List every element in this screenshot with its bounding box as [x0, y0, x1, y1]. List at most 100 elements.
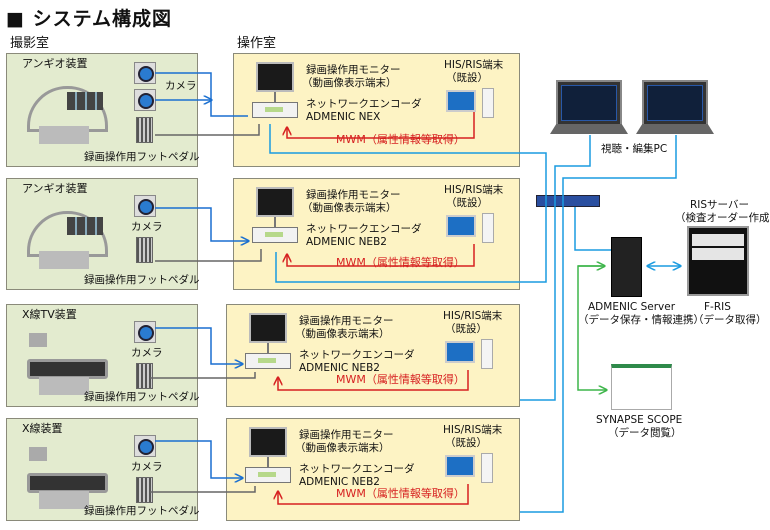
- operation-room-label: 操作室: [237, 36, 277, 51]
- encoder-model: ADMENIC NEB2: [299, 476, 380, 488]
- laptop-keyboard-icon: [550, 124, 628, 134]
- device-label: アンギオ装置: [22, 57, 88, 70]
- encoder-label: ネットワークエンコーダ: [299, 349, 415, 361]
- imaging-room-box: アンギオ装置 カメラ 録画操作用フットペダル: [6, 53, 200, 167]
- recording-monitor-icon: [256, 62, 294, 92]
- pedal-cable: [155, 249, 262, 262]
- laptop-keyboard-icon: [636, 124, 714, 134]
- network-encoder-icon: [245, 467, 291, 483]
- foot-pedal-icon: [136, 363, 153, 389]
- monitor-sublabel: （動画像表示端末）: [295, 328, 390, 340]
- camera-icon: [134, 435, 156, 457]
- encoder-model: ADMENIC NEB2: [299, 362, 380, 374]
- xray-device-icon: [19, 443, 109, 515]
- foot-pedal-label: 録画操作用フットペダル: [84, 151, 200, 163]
- foot-pedal-icon: [136, 237, 153, 263]
- his-ris-monitor-icon: [445, 341, 475, 363]
- encoder-model: ADMENIC NEB2: [306, 236, 387, 248]
- camera-cable: [155, 207, 248, 241]
- mwm-label: MWM（属性情報等取得）: [336, 373, 465, 386]
- network-switch-icon: [536, 195, 600, 207]
- his-ris-terminal-label: HIS/RIS端末: [443, 424, 503, 436]
- pc-tower-icon: [481, 453, 493, 483]
- xray-device-icon: [19, 329, 109, 401]
- monitor-label: 録画操作用モニター: [299, 429, 394, 441]
- camera-cable: [155, 327, 242, 364]
- scope-link: [577, 265, 606, 390]
- monitor-sublabel: （動画像表示端末）: [295, 442, 390, 454]
- mwm-label: MWM（属性情報等取得）: [336, 133, 465, 146]
- monitor-label: 録画操作用モニター: [306, 64, 401, 76]
- admenic-server-sublabel: （データ保存・情報連携）: [578, 314, 704, 326]
- network-encoder-icon: [252, 102, 298, 118]
- network-cable: [574, 207, 611, 251]
- device-label: アンギオ装置: [22, 182, 88, 195]
- f-ris-sublabel: （データ取得）: [693, 314, 767, 326]
- pedal-cable: [150, 486, 256, 493]
- his-ris-terminal-sublabel: （既設）: [445, 437, 487, 449]
- mwm-arrow: [287, 112, 475, 139]
- network-encoder-icon: [252, 227, 298, 243]
- mwm-arrow: [278, 370, 469, 391]
- pc-tower-icon: [482, 213, 494, 243]
- pc-tower-icon: [482, 88, 494, 118]
- admenic-server-label: ADMENIC Server: [588, 301, 676, 313]
- recording-monitor-icon: [249, 427, 287, 457]
- imaging-room-box: X線装置 カメラ 録画操作用フットペダル: [6, 418, 200, 521]
- synapse-scope-label: SYNAPSE SCOPE: [596, 414, 683, 426]
- device-label: X線TV装置: [22, 308, 77, 321]
- page-title: ■ システム構成図: [6, 8, 172, 30]
- imaging-room-box: アンギオ装置 カメラ 録画操作用フットペダル: [6, 178, 200, 290]
- monitor-label: 録画操作用モニター: [299, 315, 394, 327]
- camera-icon: [134, 321, 156, 343]
- his-ris-terminal-sublabel: （既設）: [445, 323, 487, 335]
- operation-room-box: 録画操作用モニター （動画像表示端末） ネットワークエンコーダ ADMENIC …: [233, 178, 520, 290]
- encoder-label: ネットワークエンコーダ: [299, 463, 415, 475]
- pc-label: 視聴・編集PC: [601, 143, 668, 155]
- his-ris-monitor-icon: [445, 455, 475, 477]
- his-ris-terminal-sublabel: （既設）: [446, 72, 488, 84]
- server-tower-icon: [611, 237, 642, 297]
- f-ris-rack-icon: [687, 226, 749, 296]
- ris-server-sublabel: （検査オーダー作成）: [675, 212, 770, 224]
- his-ris-terminal-sublabel: （既設）: [446, 197, 488, 209]
- pedal-cable: [155, 124, 260, 136]
- camera-label: カメラ: [131, 461, 163, 473]
- ris-server-label: RISサーバー: [690, 199, 749, 211]
- network-cable: [520, 135, 591, 401]
- camera-label: カメラ: [131, 221, 163, 233]
- camera-icon: [134, 89, 156, 111]
- synapse-scope-sublabel: （データ閲覧）: [608, 427, 682, 439]
- mwm-arrow: [287, 244, 475, 267]
- foot-pedal-label: 録画操作用フットペダル: [84, 274, 200, 286]
- network-cable: [520, 135, 677, 513]
- encoder-label: ネットワークエンコーダ: [306, 223, 422, 235]
- network-cable: [269, 124, 547, 283]
- pc-tower-icon: [481, 339, 493, 369]
- his-ris-terminal-label: HIS/RIS端末: [444, 184, 504, 196]
- camera-icon: [134, 195, 156, 217]
- his-ris-terminal-label: HIS/RIS端末: [443, 310, 503, 322]
- his-ris-terminal-label: HIS/RIS端末: [444, 59, 504, 71]
- recording-monitor-icon: [249, 313, 287, 343]
- laptop-icon: [556, 80, 622, 126]
- network-encoder-icon: [245, 353, 291, 369]
- imaging-room-box: X線TV装置 カメラ 録画操作用フットペダル: [6, 304, 200, 407]
- pedal-cable: [150, 372, 256, 379]
- mwm-label: MWM（属性情報等取得）: [336, 487, 465, 500]
- synapse-scope-screenshot-icon: [611, 364, 672, 410]
- foot-pedal-label: 録画操作用フットペダル: [84, 505, 200, 517]
- encoder-model: ADMENIC NEX: [306, 111, 381, 123]
- camera-label: カメラ: [165, 80, 197, 92]
- his-ris-monitor-icon: [446, 215, 476, 237]
- camera-icon: [134, 62, 156, 84]
- camera-cable: [155, 72, 248, 117]
- monitor-sublabel: （動画像表示端末）: [302, 202, 397, 214]
- imaging-room-label: 撮影室: [10, 36, 50, 51]
- camera-label: カメラ: [131, 347, 163, 359]
- monitor-sublabel: （動画像表示端末）: [302, 77, 397, 89]
- angiography-device-icon: [19, 78, 109, 150]
- laptop-icon: [642, 80, 708, 126]
